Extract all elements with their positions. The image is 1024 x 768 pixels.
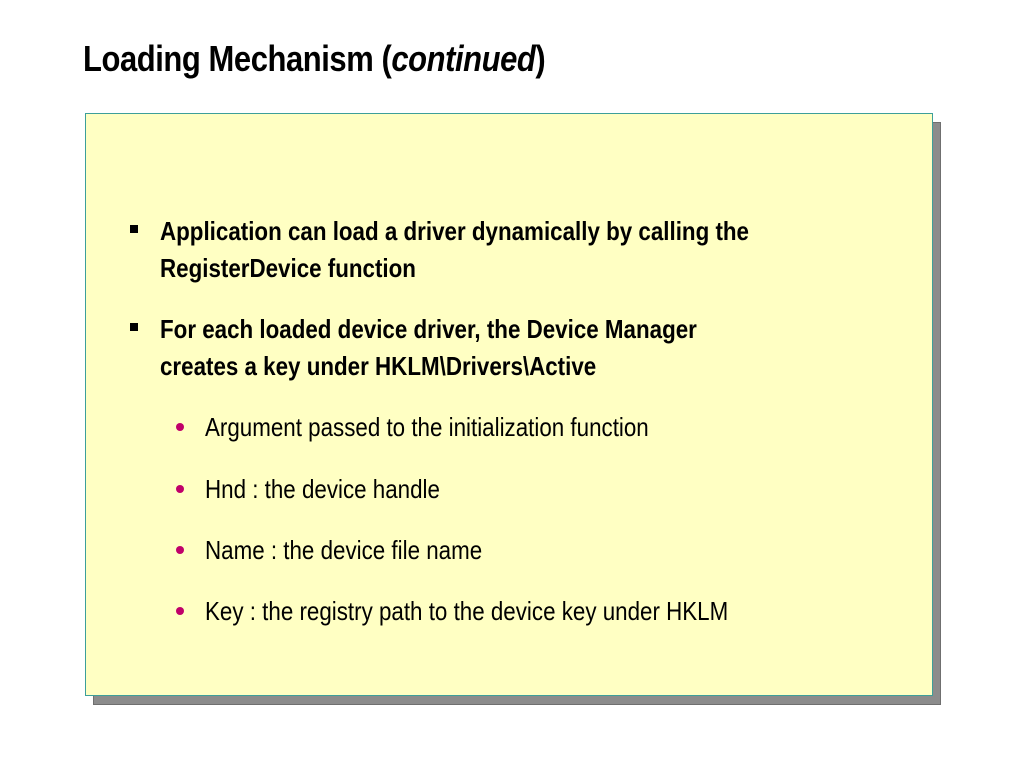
bullet-line: RegisterDevice function bbox=[160, 253, 416, 283]
content-box bbox=[85, 113, 933, 696]
dot-bullet-icon bbox=[176, 423, 184, 431]
square-bullet-icon bbox=[130, 323, 138, 331]
slide-title: Loading Mechanism (continued) bbox=[83, 38, 546, 80]
bullet-item: For each loaded device driver, the Devic… bbox=[130, 311, 784, 385]
bullet-line: Application can load a driver dynamicall… bbox=[160, 216, 749, 246]
sub-bullet-text: Key : the registry path to the device ke… bbox=[205, 596, 729, 626]
sub-bullet-text: Argument passed to the initialization fu… bbox=[205, 412, 649, 442]
title-italic: continued bbox=[391, 38, 536, 79]
title-main: Loading Mechanism ( bbox=[83, 38, 392, 79]
square-bullet-icon bbox=[130, 225, 138, 233]
sub-bullet-text: Name : the device file name bbox=[205, 535, 483, 565]
sub-bullet-item: Name : the device file name bbox=[176, 532, 527, 569]
bullet-item: Application can load a driver dynamicall… bbox=[130, 213, 845, 287]
bullet-line: For each loaded device driver, the Devic… bbox=[160, 314, 697, 344]
sub-bullet-item: Argument passed to the initialization fu… bbox=[176, 409, 721, 446]
bullet-line: creates a key under HKLM\Drivers\Active bbox=[160, 351, 597, 381]
dot-bullet-icon bbox=[176, 607, 184, 615]
sub-bullet-text: Hnd : the device handle bbox=[205, 474, 440, 504]
sub-bullet-item: Key : the registry path to the device ke… bbox=[176, 593, 813, 630]
bullet-text: For each loaded device driver, the Devic… bbox=[160, 311, 784, 385]
dot-bullet-icon bbox=[176, 546, 184, 554]
dot-bullet-icon bbox=[176, 485, 184, 493]
title-end: ) bbox=[535, 38, 546, 79]
bullet-text: Application can load a driver dynamicall… bbox=[160, 213, 845, 287]
sub-bullet-item: Hnd : the device handle bbox=[176, 471, 478, 508]
